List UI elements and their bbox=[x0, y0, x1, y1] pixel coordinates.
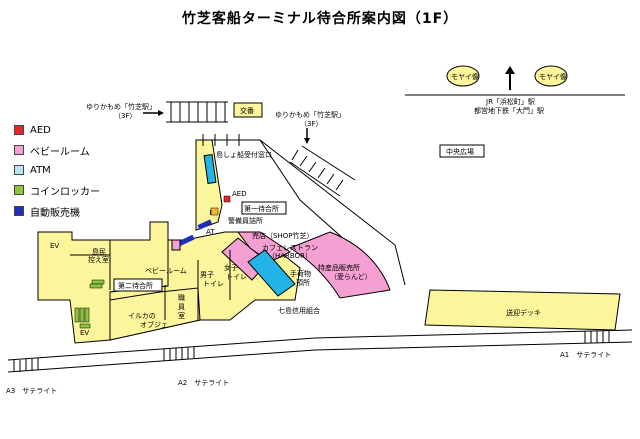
arrow-up-icon bbox=[505, 66, 515, 90]
legend-vending: 自動販売機 bbox=[14, 204, 80, 219]
a1-label: A1 サテライト bbox=[560, 351, 611, 359]
stairs-bottom-mid bbox=[163, 347, 195, 361]
specialty-label-1: 特産品販売所 bbox=[318, 263, 360, 272]
moai-right-label: モヤイ像 bbox=[539, 72, 567, 81]
yurikamome-left-label-1: ゆりかもめ「竹芝駅」 bbox=[86, 102, 156, 111]
specialty-shop-area bbox=[288, 231, 391, 299]
yurikamome-mid-label-1: ゆりかもめ「竹芝駅」 bbox=[275, 110, 345, 119]
aed-marker bbox=[223, 195, 231, 203]
arrow-right-icon bbox=[143, 110, 164, 116]
legend-label-vending: 自動販売機 bbox=[30, 207, 80, 219]
a2-label: A2 サテライト bbox=[178, 379, 229, 387]
stairs-bottom-right bbox=[584, 331, 610, 343]
a3-label: A3 サテライト bbox=[6, 387, 57, 395]
cafe-label-1: カフェレストラン bbox=[262, 244, 318, 252]
cafe-area bbox=[237, 231, 291, 263]
deck-label: 送迎デッキ bbox=[506, 308, 541, 317]
stairs-bottom-left bbox=[13, 358, 39, 372]
shima-sales-label-2: 控え室 bbox=[88, 255, 109, 264]
shichito-label: 七島信用組合 bbox=[278, 306, 320, 315]
office-label-2: 員 bbox=[178, 303, 185, 311]
jr-label-1: JR「浜松町」駅 bbox=[485, 97, 535, 106]
vending-machine-1 bbox=[177, 234, 195, 247]
cafe-label-2: （HARBOR） bbox=[268, 252, 312, 260]
shima-ship-label: 島しょ船受付窓口 bbox=[216, 150, 272, 159]
baby-room-label: ベビールーム bbox=[145, 266, 187, 275]
atm-label: AT bbox=[206, 228, 215, 236]
koban-label: 交番 bbox=[240, 106, 254, 115]
office-label-1: 職 bbox=[178, 293, 185, 302]
legend-swatch-baby-room bbox=[14, 145, 24, 155]
male-wc-label-1: 男子 bbox=[200, 271, 214, 279]
vending-machine-2 bbox=[197, 219, 213, 230]
baby-room-marker bbox=[171, 239, 181, 251]
female-wc-label-2: トイレ bbox=[226, 273, 247, 281]
central-plaza-label: 中央広場 bbox=[446, 147, 474, 156]
aed-label: AED bbox=[232, 190, 247, 198]
security-label: 警備員詰所 bbox=[228, 216, 263, 225]
yurikamome-mid-label-2: （3F） bbox=[300, 120, 322, 128]
shop-label: 売店（SHOP竹芝） bbox=[252, 231, 313, 240]
waiting2-box bbox=[113, 278, 163, 292]
ev-bottom-label: EV bbox=[80, 329, 89, 337]
central-plaza-box bbox=[439, 144, 485, 158]
stairs-top-left bbox=[166, 101, 228, 123]
legend-coin-locker: コインロッカー bbox=[14, 183, 100, 198]
waiting2-label: 第二待合所 bbox=[118, 281, 153, 290]
legend-swatch-atm bbox=[14, 165, 24, 175]
legend-swatch-coin-locker bbox=[14, 185, 24, 195]
legend-swatch-aed bbox=[14, 125, 24, 135]
koban-box bbox=[233, 102, 263, 118]
moai-right-marker bbox=[534, 65, 568, 87]
legend-label-baby-room: ベビールーム bbox=[30, 146, 90, 158]
legend-label-atm: ATM bbox=[30, 164, 51, 176]
atm-area bbox=[203, 154, 217, 184]
female-wc-label-1: 女子 bbox=[224, 263, 238, 272]
legend-atm: ATM bbox=[14, 163, 51, 177]
legend-swatch-vending bbox=[14, 206, 24, 216]
moai-left-label: モヤイ像 bbox=[451, 72, 479, 81]
deck-area bbox=[424, 289, 621, 331]
luggage-label-1: 手荷物 bbox=[290, 269, 311, 278]
waiting1-label: 第一待合所 bbox=[244, 204, 279, 213]
stairs-diagonal bbox=[289, 145, 356, 197]
yurikamome-left-label-2: （3F） bbox=[114, 112, 136, 120]
jr-label-2: 都営地下鉄「大門」駅 bbox=[474, 106, 544, 115]
shima-sales-label-1: 島民 bbox=[92, 247, 106, 256]
dolphin-label-2: オブジェ bbox=[140, 320, 168, 329]
page-title: 竹芝客船ターミナル待合所案内図（1F） bbox=[181, 11, 459, 27]
luggage-area bbox=[247, 249, 296, 297]
ev-top-label: EV bbox=[50, 242, 59, 250]
legend-label-coin-locker: コインロッカー bbox=[30, 186, 100, 198]
dolphin-label-1: イルカの bbox=[128, 312, 156, 320]
legend-baby-room: ベビールーム bbox=[14, 143, 90, 158]
boundary-line bbox=[210, 139, 406, 286]
waiting1-box bbox=[241, 201, 287, 215]
legend-aed: AED bbox=[14, 123, 51, 137]
arrow-down-icon bbox=[304, 128, 310, 144]
legend-label-aed: AED bbox=[30, 124, 51, 136]
partitions bbox=[70, 240, 231, 320]
male-wc-label-2: トイレ bbox=[203, 280, 224, 288]
deck-ticks bbox=[202, 134, 240, 146]
security-desk-marker bbox=[210, 207, 219, 216]
luggage-label-2: 預所 bbox=[296, 278, 310, 287]
moai-left-marker bbox=[446, 65, 480, 87]
office-label-3: 室 bbox=[178, 311, 185, 320]
coin-lockers bbox=[74, 279, 105, 329]
specialty-label-2: （愛らんど） bbox=[330, 272, 372, 281]
quay-lines bbox=[7, 329, 633, 373]
